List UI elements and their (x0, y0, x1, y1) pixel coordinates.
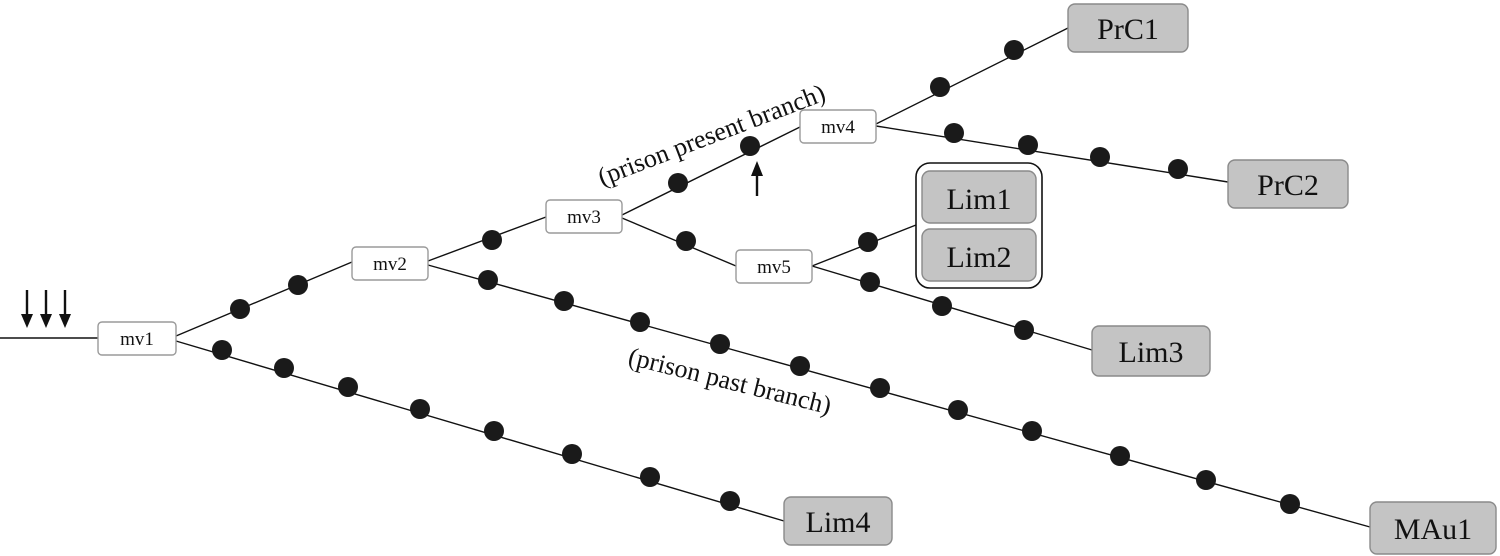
move-dot (230, 299, 250, 319)
move-dot (720, 491, 740, 511)
node-mv2-box (351, 246, 429, 281)
node-mv5[interactable]: mv5 (735, 249, 813, 284)
leaf-prc2[interactable]: PrC2 (1227, 159, 1349, 209)
move-dot (790, 356, 810, 376)
move-dot (668, 173, 688, 193)
edge-mv4-prc1 (875, 27, 1069, 125)
move-dot (338, 377, 358, 397)
move-dot (1018, 135, 1038, 155)
move-dot (930, 77, 950, 97)
node-mv1-label: mv1 (120, 329, 154, 350)
leaf-lim1[interactable]: Lim1 (921, 170, 1037, 224)
move-dot (870, 378, 890, 398)
leaf-mau1-box (1369, 501, 1497, 555)
leaf-prc1-label: PrC1 (1097, 13, 1159, 46)
move-dot (932, 296, 952, 316)
move-dot (860, 272, 880, 292)
up-arrow-head (751, 161, 763, 176)
leaf-prc2-label: PrC2 (1257, 169, 1319, 202)
move-dot (562, 444, 582, 464)
move-dot (1014, 320, 1034, 340)
leaf-prc2-box (1227, 159, 1349, 209)
leaf-mau1-label: MAu1 (1394, 513, 1472, 546)
down-arrow-head (59, 314, 71, 328)
node-mv3-box (545, 199, 623, 234)
move-dot (640, 467, 660, 487)
leaf-lim4-box (783, 496, 893, 546)
leaf-lim2[interactable]: Lim2 (921, 228, 1037, 282)
prison-present-branch-label: (prison present branch) (594, 78, 830, 191)
edge-mv3-mv4 (621, 126, 801, 216)
move-dot (710, 334, 730, 354)
move-dot (944, 123, 964, 143)
move-dot (1168, 159, 1188, 179)
move-dots (212, 40, 1300, 514)
leaf-prc1[interactable]: PrC1 (1067, 3, 1189, 53)
move-dot (484, 421, 504, 441)
move-dot (858, 232, 878, 252)
move-dot (478, 270, 498, 290)
prison-past-branch-label: (prison past branch) (626, 342, 835, 420)
move-dot (274, 358, 294, 378)
down-arrow-head (40, 314, 52, 328)
leaf-lim3-label: Lim3 (1119, 336, 1184, 369)
move-dot (288, 275, 308, 295)
leaf-prc1-box (1067, 3, 1189, 53)
move-dot (1022, 421, 1042, 441)
move-dot (212, 340, 232, 360)
move-dot (1110, 446, 1130, 466)
edge-mv5-lim3 (811, 265, 1093, 351)
node-mv5-label: mv5 (757, 257, 791, 278)
leaf-lim2-box (921, 228, 1037, 282)
leaf-lim1-box (921, 170, 1037, 224)
move-dot (740, 136, 760, 156)
leaf-lim1-label: Lim1 (947, 183, 1012, 216)
move-dot (948, 400, 968, 420)
node-mv3-label: mv3 (567, 207, 601, 228)
node-mv1[interactable]: mv1 (97, 321, 177, 356)
leaf-lim3[interactable]: Lim3 (1091, 325, 1211, 377)
node-mv3[interactable]: mv3 (545, 199, 623, 234)
leaf-lim4-label: Lim4 (806, 506, 871, 539)
move-dot (410, 399, 430, 419)
node-mv2[interactable]: mv2 (351, 246, 429, 281)
node-mv1-box (97, 321, 177, 356)
move-dot (1280, 494, 1300, 514)
lim-group: Lim1 Lim2 (915, 162, 1043, 289)
node-mv2-label: mv2 (373, 254, 407, 275)
move-dot (1090, 147, 1110, 167)
leaf-lim4[interactable]: Lim4 (783, 496, 893, 546)
move-dot (554, 291, 574, 311)
entry-arrows (21, 290, 71, 328)
move-dot (630, 312, 650, 332)
edge-mv1-mv2 (175, 261, 353, 337)
move-dot (482, 230, 502, 250)
move-dot (676, 231, 696, 251)
move-dot (1196, 470, 1216, 490)
node-mv5-box (735, 249, 813, 284)
leaf-lim2-label: Lim2 (947, 241, 1012, 274)
node-mv4-label: mv4 (821, 117, 855, 138)
move-dot (1004, 40, 1024, 60)
leaf-mau1[interactable]: MAu1 (1369, 501, 1497, 555)
leaf-lim3-box (1091, 325, 1211, 377)
down-arrow-head (21, 314, 33, 328)
node-mv4-box (799, 109, 877, 144)
node-mv4[interactable]: mv4 (799, 109, 877, 144)
